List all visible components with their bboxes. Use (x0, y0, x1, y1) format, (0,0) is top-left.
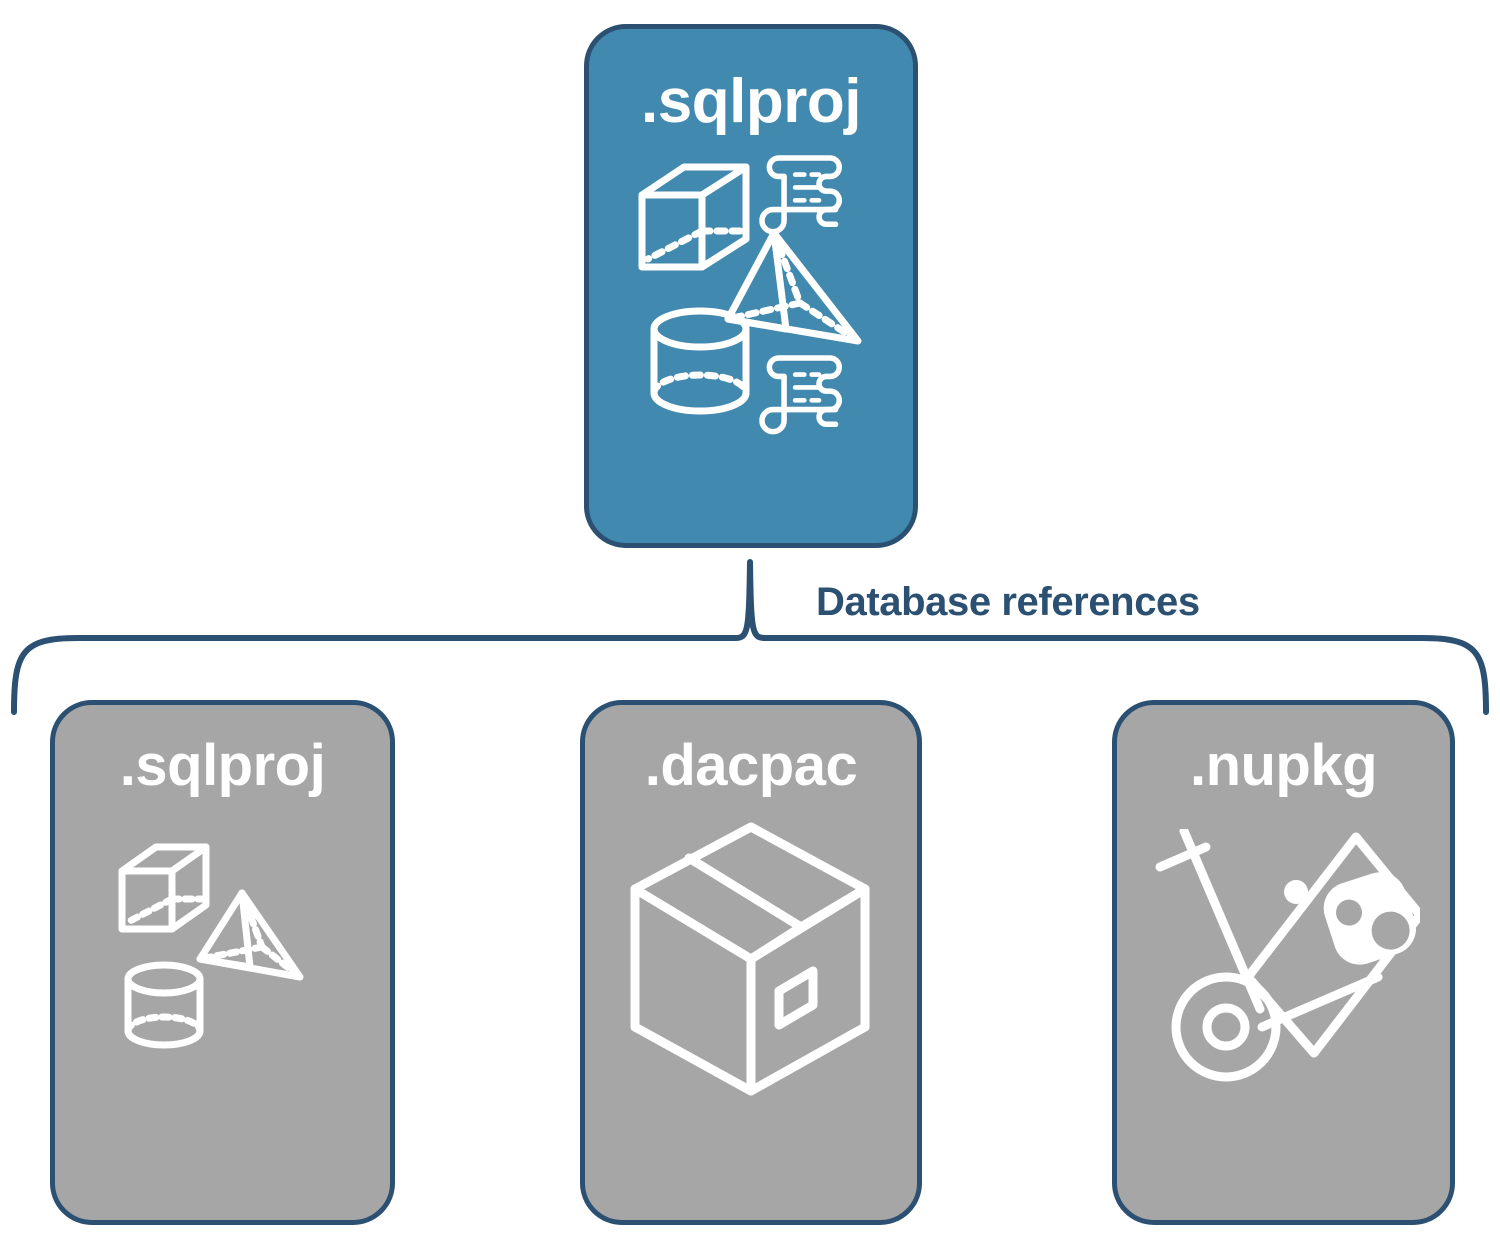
wireframe-cube-icon (118, 843, 209, 933)
nuget-logo-holes (1335, 899, 1410, 950)
wireframe-pyramid-icon (196, 889, 303, 981)
card-reference-nupkg[interactable]: .nupkg (1112, 700, 1455, 1225)
wireframe-cube-icon (638, 163, 750, 271)
card-title: .sqlproj (119, 733, 326, 798)
wireframe-cylinder-icon (124, 961, 203, 1049)
sqlproj-artwork-svg (638, 155, 862, 435)
card-title: .sqlproj (641, 67, 861, 136)
shipping-box-icon (630, 822, 870, 1096)
card-reference-dacpac[interactable]: .dacpac (580, 700, 922, 1225)
dacpac-artwork-svg (630, 822, 870, 1096)
scroll-script-icon (759, 155, 843, 235)
nupkg-artwork-svg (1155, 826, 1424, 1082)
card-artwork (1148, 826, 1424, 1099)
card-reference-sqlproj[interactable]: .sqlproj (50, 700, 395, 1225)
wireframe-cylinder-icon (650, 307, 750, 415)
connector-label: Database references (816, 580, 1200, 624)
card-title: .dacpac (644, 733, 858, 798)
card-artwork (625, 821, 877, 1097)
card-artwork (108, 833, 338, 1063)
card-artwork (636, 147, 866, 447)
card-sqlproj-project[interactable]: .sqlproj (584, 24, 918, 548)
card-title: .nupkg (1189, 733, 1378, 798)
scroll-script-icon (759, 355, 843, 435)
sqlproj-reference-artwork-svg (118, 843, 303, 1049)
